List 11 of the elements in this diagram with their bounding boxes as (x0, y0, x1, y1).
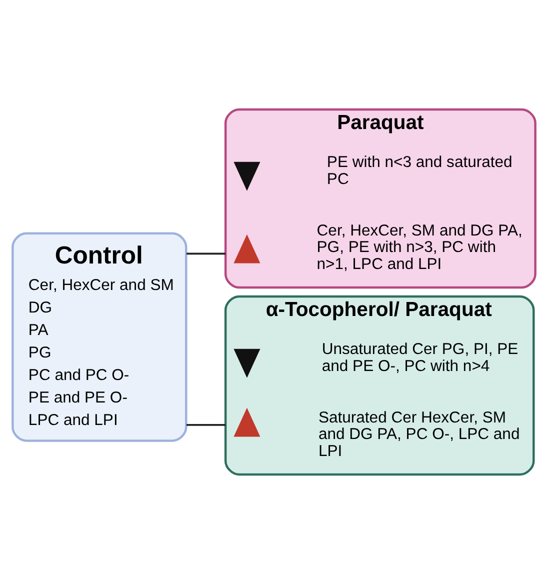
connector (186, 252, 226, 255)
node-arrow (234, 162, 260, 191)
node-text: PE with n<3 and saturated PC (326, 154, 512, 188)
node-text: Saturated Cer HexCer, SM and DG PA, PC O-, LPC and LPI (318, 409, 520, 460)
node-box: Control Cer, HexCer and SM DG PA PG PC and PC O- PE and PE O- LPC and LPI (12, 232, 188, 442)
connector (186, 424, 226, 426)
node-text: Cer, HexCer, SM and DG PA, PG, PE with n>3, PC with n>1, LPC and LPI (316, 222, 522, 274)
node-arrow (234, 348, 260, 378)
node-arrow (234, 408, 260, 437)
node-text: Unsaturated Cer PG, PI, PE and PE O-, PC with n>4 (322, 341, 518, 376)
node-arrow (234, 234, 260, 264)
